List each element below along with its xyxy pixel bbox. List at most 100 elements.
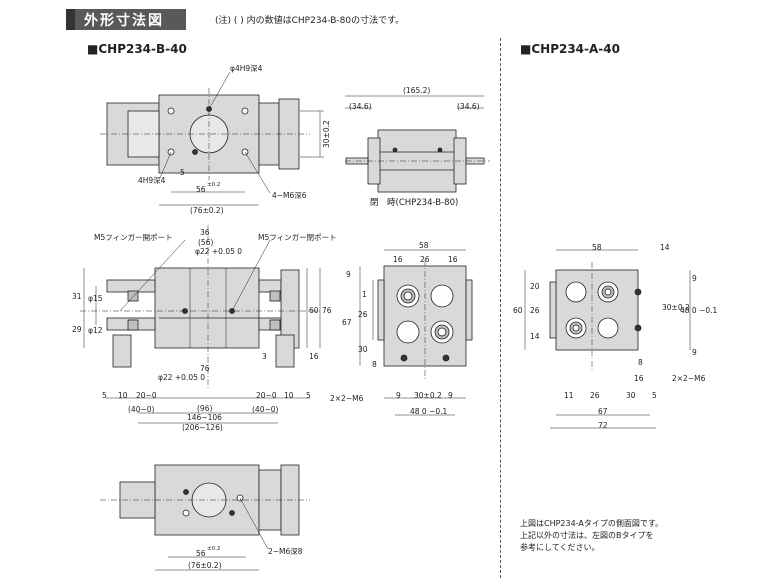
side-view-a-body <box>555 269 639 351</box>
footer-line-2: 上記以外の寸法は、左図のBタイプを <box>520 531 654 540</box>
side-b-dim-26v: 26 <box>358 310 368 319</box>
side-a-dim-72: 72 <box>598 421 608 430</box>
dim-range: 146~106 <box>187 413 222 422</box>
title-banner <box>66 9 186 30</box>
dim-36: 36 <box>200 228 210 237</box>
callout-bore2: 4H9深4 <box>138 176 166 185</box>
side-a-dim-2x2: 2×2−M6 <box>672 374 706 383</box>
dim-width: 56 <box>196 185 206 194</box>
front-view-left-jaw <box>112 334 132 368</box>
dim-40a: (40~0) <box>128 405 155 414</box>
closed-caption: 閉 時(CHP234-B-80) <box>370 198 459 208</box>
callout-bore: φ4H9深4 <box>230 64 263 73</box>
front-view-right-jaw <box>275 334 295 368</box>
dim-width-tol: ±0.2 <box>207 182 221 188</box>
dia-15: φ15 <box>88 294 103 303</box>
side-a-dim-58: 58 <box>592 243 602 252</box>
bottom-dim-56: 56 <box>196 549 206 558</box>
side-a-dim-20: 20 <box>530 282 540 291</box>
side-b-dim-58: 58 <box>419 241 429 250</box>
side-b-dim-9: 9 <box>346 270 351 279</box>
port-open-label: M5フィンガー開ポート <box>94 233 173 242</box>
side-view-a <box>524 249 691 429</box>
side-b-dim-16b: 16 <box>448 255 458 264</box>
tap-hole <box>241 107 249 115</box>
closed-dim-left: (34.6) <box>349 102 372 111</box>
bottom-dim-76: (76±0.2) <box>188 561 222 570</box>
dim-5a: 5 <box>102 391 107 400</box>
dia-12: φ12 <box>88 326 103 335</box>
closed-dim-total: (165.2) <box>403 86 431 95</box>
side-b-dim-8: 8 <box>372 360 377 369</box>
dim-29: 29 <box>72 325 82 334</box>
side-a-dim-30h: 30 <box>626 391 636 400</box>
front-view-finger-left-top <box>106 279 156 293</box>
side-a-dim-30v: 30±0.2 <box>662 303 690 312</box>
side-b-dim-30: 30 <box>358 345 368 354</box>
bore-top: φ22 +0.05 0 <box>195 247 243 256</box>
dim-76b: 76 <box>200 364 210 373</box>
side-b-dim-1: 1 <box>362 290 367 299</box>
side-b-dim-2x2: 2×2−M6 <box>330 394 364 403</box>
bottom-dim-56-tol: ±0.2 <box>207 546 221 552</box>
dim-small: 5 <box>180 168 185 177</box>
side-a-dim-9a: 9 <box>692 274 697 283</box>
bottom-view-bore <box>191 482 227 518</box>
side-b-dim-67: 67 <box>342 318 352 327</box>
dim-10a: 10 <box>118 391 128 400</box>
side-a-dim-5: 5 <box>652 391 657 400</box>
side-b-dim-30b: 30±0.2 <box>414 391 442 400</box>
dim-76: 76 <box>322 306 332 315</box>
side-a-dim-11: 11 <box>564 391 574 400</box>
pin-hole <box>192 149 198 155</box>
side-a-dim-67: 67 <box>598 407 608 416</box>
side-a-dim-14: 14 <box>660 243 670 252</box>
dim-3: 3 <box>262 352 267 361</box>
dim-range-alt: (206~126) <box>182 423 223 432</box>
section-divider <box>500 38 501 578</box>
bottom-view <box>100 464 310 571</box>
section-title-a: ■CHP234-A-40 <box>520 42 620 56</box>
dim-height: 30±0.2 <box>322 120 331 148</box>
side-a-dim-48: 48 0 −0.1 <box>680 306 718 315</box>
closed-dim-right: (34.6) <box>457 102 480 111</box>
dim-56: (56) <box>198 238 214 247</box>
side-a-dim-14v: 14 <box>530 332 540 341</box>
tap-hole <box>167 107 175 115</box>
side-b-dim-9b: 9 <box>448 391 453 400</box>
dim-40b: (40~0) <box>252 405 279 414</box>
side-b-dim-9a: 9 <box>396 391 401 400</box>
footer-line-3: 参考にしてください。 <box>520 543 600 552</box>
side-a-dim-60: 60 <box>513 306 523 315</box>
page-title: 外形寸法図 <box>84 13 164 29</box>
side-a-dim-8: 8 <box>638 358 643 367</box>
bore-bottom: φ22 +0.05 0 <box>158 373 206 382</box>
side-b-dim-48: 48 0 −0.1 <box>410 407 448 416</box>
side-a-dim-26: 26 <box>530 306 540 315</box>
header-note: (注) ( ) 内の数値はCHP234-B-80の寸法です。 <box>215 16 405 26</box>
dim-96: (96) <box>197 404 213 413</box>
dim-20b: 20~0 <box>256 391 277 400</box>
port-close-label: M5フィンガー閉ポート <box>258 233 337 242</box>
side-b-dim-16a: 16 <box>393 255 403 264</box>
dim-20a: 20~0 <box>136 391 157 400</box>
dim-60: 60 <box>309 306 319 315</box>
dim-width-alt: (76±0.2) <box>190 206 224 215</box>
dim-16: 16 <box>309 352 319 361</box>
callout-tap: 4−M6深6 <box>272 191 307 200</box>
dim-5b: 5 <box>306 391 311 400</box>
front-view-body <box>154 267 260 349</box>
side-b-dim-26: 26 <box>420 255 430 264</box>
section-title-b: ■CHP234-B-40 <box>87 42 187 56</box>
side-a-dim-26h: 26 <box>590 391 600 400</box>
closed-view <box>345 95 490 193</box>
dim-31: 31 <box>72 292 82 301</box>
bottom-callout: 2−M6深8 <box>268 547 303 556</box>
side-a-dim-16: 16 <box>634 374 644 383</box>
side-view-b <box>359 249 473 416</box>
footer-line-1: 上図はCHP234-Aタイプの側面図です。 <box>520 519 664 528</box>
dim-10b: 10 <box>284 391 294 400</box>
top-view <box>100 71 324 206</box>
front-view <box>80 225 321 424</box>
